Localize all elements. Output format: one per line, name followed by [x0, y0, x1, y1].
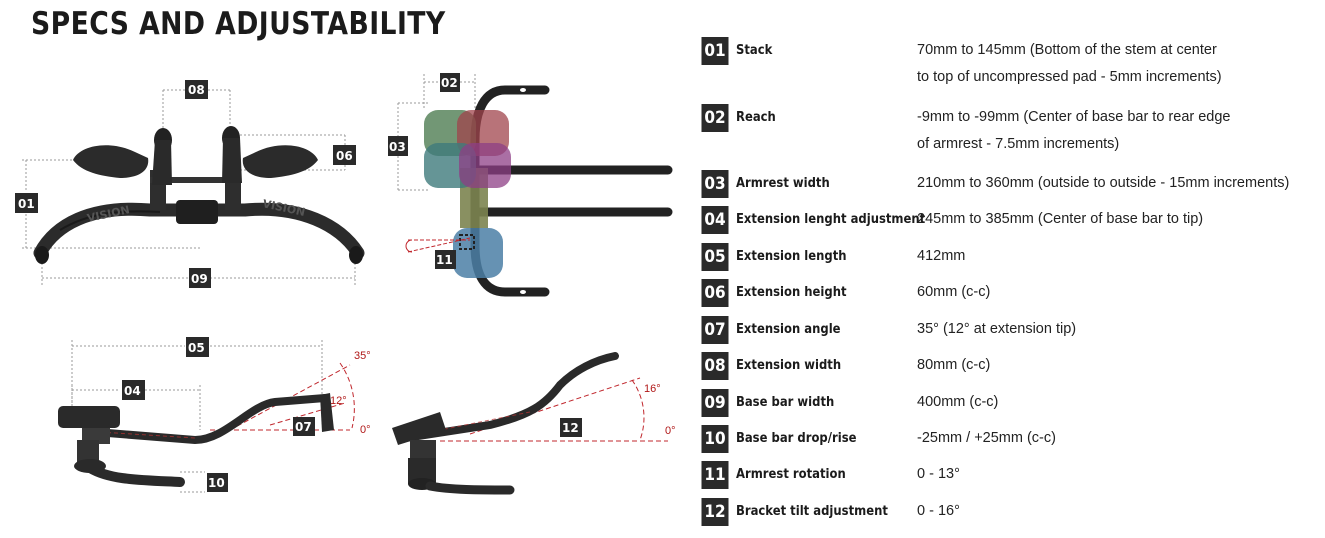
spec-number: 10	[701, 425, 729, 453]
dim-label-09: 09	[189, 268, 211, 288]
spec-label: Extension height	[736, 284, 847, 300]
svg-text:07: 07	[295, 420, 312, 434]
dim-label-01: 01	[15, 193, 38, 213]
dim-label-05: 05	[186, 337, 209, 357]
spec-label: Extension angle	[736, 321, 841, 337]
page-title: SPECS AND ADJUSTABILITY	[31, 6, 446, 42]
spec-number: 06	[701, 279, 729, 307]
spec-label: Extension length	[736, 248, 847, 264]
spec-number: 04	[701, 206, 729, 234]
dim-label-03: 03	[388, 136, 408, 156]
svg-text:11: 11	[436, 253, 453, 267]
handlebar-diagrams: VISION VISION 08 01 06 09	[15, 73, 676, 495]
spec-value-line: 412mm	[917, 248, 966, 264]
spec-value: 60mm (c-c)	[917, 279, 990, 306]
svg-text:10: 10	[208, 476, 225, 490]
spec-value: 35° (12° at extension tip)	[917, 316, 1076, 343]
angle-35: 35°	[354, 350, 371, 362]
svg-text:04: 04	[124, 384, 141, 398]
dim-label-04: 04	[122, 380, 145, 400]
svg-text:09: 09	[191, 272, 208, 286]
dim-label-12: 12	[560, 418, 582, 437]
spec-value-line: 0 - 16°	[917, 503, 960, 519]
top-view-diagram: 02 03 11	[388, 73, 673, 297]
dim-label-07: 07	[293, 417, 315, 436]
front-view-diagram: VISION VISION 08 01 06 09	[15, 80, 365, 288]
spec-value-line: -9mm to -99mm (Center of base bar to rea…	[917, 109, 1231, 125]
angle-12: 12°	[330, 395, 347, 407]
spec-number: 12	[701, 498, 729, 526]
spec-value-line: 245mm to 385mm (Center of base bar to ti…	[917, 211, 1204, 227]
spec-value-line: 35° (12° at extension tip)	[917, 321, 1077, 337]
spec-label: Extension width	[736, 357, 842, 373]
spec-value-line: -25mm / +25mm (c-c)	[917, 430, 1056, 446]
spec-number: 02	[701, 104, 729, 132]
spec-value: 80mm (c-c)	[917, 352, 990, 379]
spec-value-line: 70mm to 145mm (Bottom of the stem at cen…	[917, 42, 1217, 58]
brand-mark-left: VISION	[86, 203, 131, 225]
dim-label-08: 08	[185, 80, 208, 99]
side-view-left-diagram: 35° 12° 0° 05 04 07 10	[58, 337, 371, 493]
svg-text:05: 05	[188, 341, 205, 355]
spec-number: 08	[701, 352, 729, 380]
spec-label: Base bar width	[736, 394, 835, 410]
dim-label-11: 11	[435, 250, 456, 269]
svg-text:12: 12	[562, 421, 579, 435]
spec-label: Reach	[736, 109, 776, 125]
spec-value-line: of armrest - 7.5mm increments)	[917, 136, 1120, 152]
spec-label: Stack	[736, 42, 773, 58]
spec-value-line: 60mm (c-c)	[917, 284, 991, 300]
spec-value: -9mm to -99mm (Center of base bar to rea…	[917, 104, 1231, 158]
spec-label: Armrest width	[736, 175, 830, 191]
spec-label: Base bar drop/rise	[736, 430, 857, 446]
spec-number: 01	[701, 37, 729, 65]
spec-value: 412mm	[917, 243, 965, 270]
spec-label: Bracket tilt adjustment	[736, 503, 888, 519]
svg-text:02: 02	[441, 76, 458, 90]
spec-value-line: 400mm (c-c)	[917, 394, 999, 410]
spec-number: 07	[701, 316, 729, 344]
svg-text:06: 06	[336, 149, 353, 163]
spec-label: Extension lenght adjustment	[736, 211, 926, 227]
spec-value-line: 210mm to 360mm (outside to outside - 15m…	[917, 175, 1290, 191]
dim-label-06: 06	[333, 145, 356, 165]
spec-value-line: to top of uncompressed pad - 5mm increme…	[917, 69, 1222, 85]
svg-text:08: 08	[188, 83, 205, 97]
svg-text:03: 03	[389, 140, 406, 154]
svg-text:01: 01	[18, 197, 35, 211]
angle-0-left: 0°	[360, 424, 371, 436]
spec-value: 245mm to 385mm (Center of base bar to ti…	[917, 206, 1203, 233]
spec-number: 05	[701, 243, 729, 271]
dim-label-10: 10	[207, 473, 228, 492]
dim-label-02: 02	[440, 73, 460, 92]
spec-value-line: 80mm (c-c)	[917, 357, 991, 373]
angle-0-right: 0°	[665, 425, 676, 437]
spec-value: 70mm to 145mm (Bottom of the stem at cen…	[917, 37, 1222, 91]
spec-number: 11	[701, 461, 729, 489]
spec-label: Armrest rotation	[736, 466, 846, 482]
spec-value: -25mm / +25mm (c-c)	[917, 425, 1056, 452]
spec-number: 09	[701, 389, 729, 417]
side-view-right-diagram: 16° 0° 12	[392, 352, 676, 495]
spec-value: 400mm (c-c)	[917, 389, 998, 416]
spec-value: 0 - 13°	[917, 461, 960, 488]
spec-number: 03	[701, 170, 729, 198]
spec-value: 0 - 16°	[917, 498, 960, 525]
spec-value-line: 0 - 13°	[917, 466, 960, 482]
spec-value: 210mm to 360mm (outside to outside - 15m…	[917, 170, 1289, 197]
angle-16: 16°	[644, 383, 661, 395]
